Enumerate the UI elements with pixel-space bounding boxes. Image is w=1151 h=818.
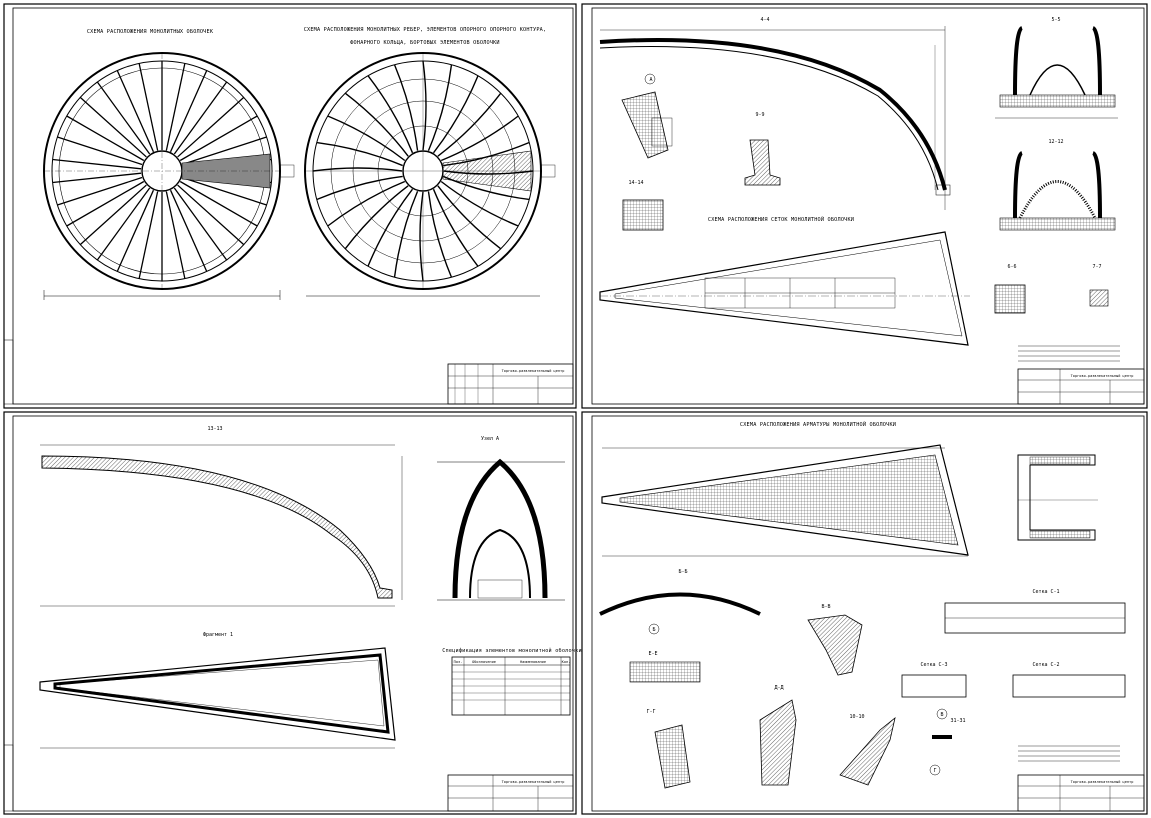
mesh-c3 (901, 674, 967, 698)
node-a-label: А (649, 77, 652, 83)
shell-plan-right (304, 52, 542, 290)
title-block-4: Торгово-развлекательный центр (1017, 774, 1145, 812)
mesh-plan-shell (599, 231, 970, 346)
section-14-14: 14-14 (628, 180, 643, 186)
sheet-1-title-1: СХЕМА РАСПОЛОЖЕНИЯ МОНОЛИТНЫХ ОБОЛОЧЕК (87, 29, 214, 35)
sheet-1-title-2: СХЕМА РАСПОЛОЖЕНИЯ МОНОЛИТНЫХ РЕБЕР, ЭЛЕ… (304, 27, 547, 33)
mesh-c2 (1012, 674, 1126, 698)
section-4-4: 4-4 (760, 17, 769, 23)
section-g-g: Г-Г (646, 709, 655, 715)
callout-b: Б (652, 627, 655, 633)
section-d-d: Д-Д (774, 685, 783, 691)
section-6-6: 6-6 (1007, 264, 1016, 270)
title-block-1: Торгово-развлекательный центр (447, 363, 574, 405)
stamp-title-4: Торгово-развлекательный центр (1071, 780, 1134, 784)
section-5-5: 5-5 (1051, 17, 1060, 23)
sheet-1: СХЕМА РАСПОЛОЖЕНИЯ МОНОЛИТНЫХ ОБОЛОЧЕК С… (3, 3, 577, 409)
section-v-v: В-В (821, 604, 830, 610)
sheet-3: 13-13 Узел А Фрагмент 1 Спецификация эле… (3, 411, 582, 815)
node-a-view: Узел А (481, 436, 499, 442)
spec-title: Спецификация элементов монолитной оболоч… (442, 647, 582, 654)
detail-9-9 (744, 139, 781, 186)
stamp-title-3: Торгово-развлекательный центр (502, 780, 565, 784)
stamp-title-1: Торгово-развлекательный центр (502, 369, 565, 373)
section-13-13: 13-13 (207, 426, 222, 432)
sheet-1-title-3: ФОНАРНОГО КОЛЬЦА, БОРТОВЫХ ЭЛЕМЕНТОВ ОБО… (350, 40, 500, 46)
section-7-7: 7-7 (1092, 264, 1101, 270)
mesh-c1-label: Сетка С-1 (1032, 589, 1059, 595)
title-block-2: Торгово-развлекательный центр (1017, 368, 1145, 405)
reinforcement-plan (601, 444, 969, 557)
spec-table: Поз. Обозначение Наименование Кол. (451, 656, 571, 716)
detail-14-14 (622, 199, 664, 231)
section-e-e: Е-Е (648, 651, 657, 657)
sheet-4: СХЕМА РАСПОЛОЖЕНИЯ АРМАТУРЫ МОНОЛИТНОЙ О… (581, 411, 1148, 815)
stamp-title-2: Торгово-развлекательный центр (1071, 374, 1134, 378)
detail-7-7 (1089, 289, 1109, 307)
section-31-31: 31-31 (950, 718, 965, 724)
detail-g-g (654, 724, 691, 789)
spec-col-qty: Кол. (562, 660, 571, 664)
callout-g: Г (933, 768, 936, 774)
detail-12-12 (999, 151, 1116, 231)
arc-b-b (599, 592, 761, 616)
detail-node-a (621, 91, 673, 159)
spec-col-pos: Поз. (454, 660, 463, 664)
rib-section-4-4 (599, 26, 951, 210)
title-block-3: Торгово-развлекательный центр (447, 774, 574, 812)
spec-col-code: Обозначение (472, 659, 496, 664)
profile-13-13 (40, 444, 403, 607)
section-9-9: 9-9 (755, 112, 764, 118)
fragment-1-plan (39, 647, 396, 749)
mesh-c2-label: Сетка С-2 (1032, 662, 1059, 668)
section-10-10: 10-10 (849, 714, 864, 720)
spec-col-name: Наименование (520, 660, 546, 664)
reinforcement-section (1017, 454, 1098, 541)
sheet-2: 4-4 5-5 9-9 12-12 14-14 6-6 7-7 А СХЕМА … (581, 3, 1148, 409)
detail-v-v (807, 614, 863, 676)
sheet-2-scheme-title: СХЕМА РАСПОЛОЖЕНИЯ СЕТОК МОНОЛИТНОЙ ОБОЛ… (708, 216, 854, 223)
section-b-b: Б-Б (678, 569, 687, 575)
detail-d-d (759, 699, 797, 786)
rebar-section (932, 735, 952, 739)
section-12-12: 12-12 (1048, 139, 1063, 145)
callout-v: В (940, 712, 943, 718)
detail-5-5 (995, 26, 1118, 119)
detail-10-10 (839, 716, 896, 786)
shell-plan-left (43, 52, 281, 290)
mesh-c3-label: Сетка С-3 (920, 662, 947, 668)
detail-uzel-a (437, 458, 565, 601)
detail-e-e (629, 661, 701, 683)
sheet-4-title: СХЕМА РАСПОЛОЖЕНИЯ АРМАТУРЫ МОНОЛИТНОЙ О… (740, 421, 896, 428)
fragment-1: Фрагмент 1 (203, 632, 233, 638)
detail-6-6 (994, 284, 1026, 314)
